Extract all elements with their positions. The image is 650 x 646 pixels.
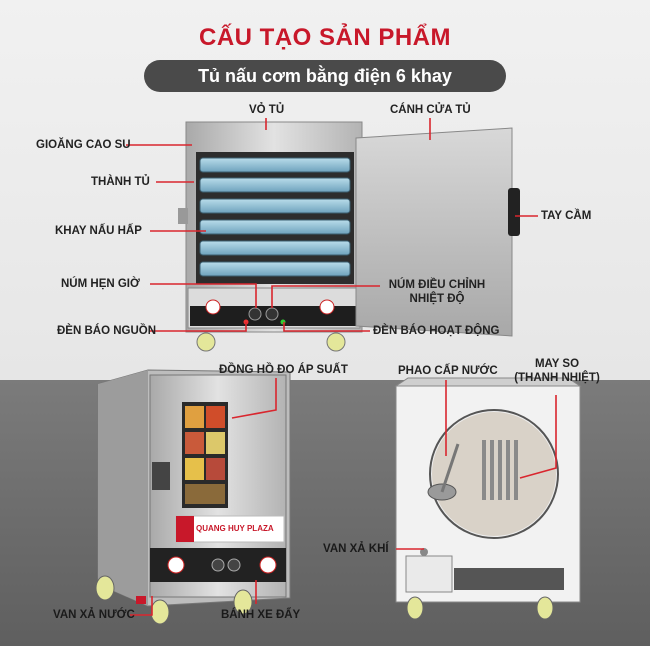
label-dong-ho-ap-suat: ĐỒNG HỒ ĐO ÁP SUẤT	[219, 364, 348, 376]
label-num-dieu-chinh-line1: NÚM ĐIỀU CHỈNH	[388, 279, 486, 291]
label-den-bao-hoat-dong: ĐÈN BÁO HOẠT ĐỘNG	[373, 325, 500, 337]
label-may-so-line2: (THANH NHIỆT)	[514, 372, 600, 384]
label-tay-cam: TAY CẦM	[541, 210, 592, 222]
pointer-may-so	[519, 395, 557, 479]
door-handle	[508, 188, 520, 236]
pointer-dieu-chinh	[271, 285, 380, 308]
label-canh-cua-tu: CÁNH CỬA TỦ	[390, 104, 471, 116]
label-thanh-tu: THÀNH TỦ	[91, 176, 150, 188]
open-cabinet	[178, 121, 520, 352]
pointer-den-nguon	[150, 322, 247, 332]
label-phao-cap-nuoc: PHAO CẤP NƯỚC	[398, 365, 498, 377]
page-title: CẤU TẠO SẢN PHẨM	[199, 24, 451, 51]
label-khay-nau-hap: KHAY NẤU HẤP	[55, 225, 142, 237]
label-may-so-line1: MAY SO	[534, 358, 580, 370]
pointer-van-nuoc	[130, 596, 153, 616]
label-vo-tu: VỎ TỦ	[249, 104, 285, 116]
label-van-xa-khi: VAN XẢ KHÍ	[323, 543, 389, 555]
temperature-knob	[265, 307, 279, 321]
pointer-hen-gio	[150, 283, 257, 308]
cutaway-cabinet	[394, 377, 582, 620]
label-num-dieu-chinh: NÚM ĐIỀU CHỈNH NHIỆT ĐỘ	[382, 278, 492, 306]
label-num-hen-gio: NÚM HẸN GIỜ	[61, 278, 140, 290]
label-gioang-cao-su: GIOĂNG CAO SU	[36, 139, 131, 151]
cabinet-door	[355, 127, 513, 337]
label-may-so: MAY SO (THANH NHIỆT)	[507, 357, 607, 385]
label-num-dieu-chinh-line2: NHIỆT ĐỘ	[409, 293, 465, 305]
pointer-ap-suat	[231, 378, 277, 419]
heater-element	[482, 440, 518, 500]
closed-cabinet	[95, 369, 291, 625]
pointer-den-hoat-dong	[283, 322, 370, 332]
subtitle-pill: Tủ nấu cơm bằng điện 6 khay	[144, 60, 506, 92]
label-banh-xe-day: BÁNH XE ĐẨY	[221, 609, 301, 621]
trays	[199, 157, 351, 277]
pointer-lines	[126, 118, 557, 616]
brand-logo-text: QUANG HUY PLAZA	[196, 524, 274, 533]
label-van-xa-nuoc: VAN XẢ NƯỚC	[53, 609, 135, 621]
label-den-bao-nguon: ĐÈN BÁO NGUỒN	[57, 325, 157, 337]
timer-knob	[248, 307, 262, 321]
